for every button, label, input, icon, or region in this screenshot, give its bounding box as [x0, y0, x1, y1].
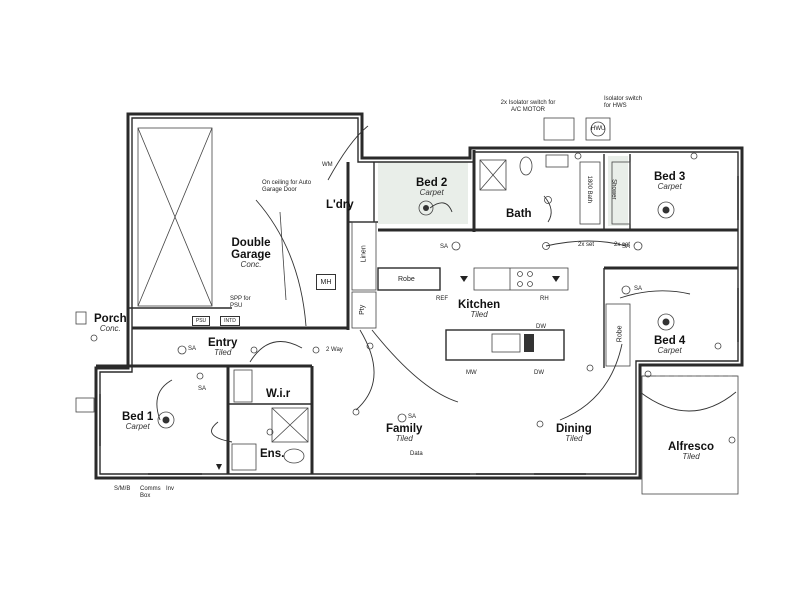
two-sets-a-note: 2x set	[578, 242, 595, 248]
alfresco-slab	[641, 375, 739, 495]
sa-family-note: SA	[408, 414, 417, 420]
shower-label: Shower	[610, 179, 617, 200]
two-way-note: 2 Way	[326, 347, 343, 353]
room-bed2: Bed 2 Carpet	[416, 177, 448, 198]
dishwasher-block	[524, 334, 534, 352]
windows	[95, 176, 743, 479]
electrical-wiring	[156, 125, 737, 443]
inv-note: Inv	[166, 486, 175, 492]
hws-isolator-note: Isolator switch for HWS	[604, 96, 643, 109]
robe-hall-label: Robe	[398, 276, 415, 283]
dw-note: DW	[536, 324, 546, 330]
room-entry: Entry Tiled	[208, 337, 238, 358]
spp-psu-note: SPP for PSU	[230, 296, 251, 309]
room-ens: Ens.	[260, 448, 285, 460]
sa-bed1-note: SA	[198, 386, 207, 392]
bed3-hatch	[608, 156, 628, 226]
meter-note: S/M/B	[114, 486, 131, 492]
pantry-label: Pty	[359, 304, 367, 315]
outer-wall-inner-line	[99, 117, 739, 475]
light-fixtures	[90, 152, 736, 444]
room-porch: Porch Conc.	[94, 313, 127, 334]
room-dining: Dining Tiled	[556, 423, 592, 444]
auto-door-note: On ceiling for Auto Garage Door	[262, 180, 312, 193]
ac-isolator-note: 2x Isolator switch for A/C MOTOR	[500, 100, 556, 113]
wm-note: WM	[322, 162, 333, 168]
bed2-hatch	[378, 162, 468, 224]
manhole-box: MH	[316, 274, 336, 290]
room-laundry: L'dry	[326, 199, 354, 211]
room-bed1: Bed 1 Carpet	[122, 411, 154, 432]
hwu-label: HWU	[591, 126, 606, 132]
linen-label: Linen	[360, 245, 368, 263]
mw-note: MW	[466, 370, 477, 376]
comms-note: Comms Box	[140, 486, 161, 499]
ref-note: REF	[436, 296, 448, 302]
sa-bed3-note: SA	[622, 244, 631, 250]
room-bed3: Bed 3 Carpet	[654, 171, 686, 192]
outer-wall	[94, 112, 744, 480]
psu-box: PSU	[192, 316, 210, 326]
sa-bed2-note: SA	[440, 244, 449, 250]
sa-bed4-note: SA	[634, 286, 643, 292]
room-alfresco: Alfresco Tiled	[668, 441, 715, 462]
intd-box: INTD	[220, 316, 240, 326]
data-note: Data	[410, 451, 423, 457]
room-bed4: Bed 4 Carpet	[654, 335, 686, 356]
robe-bed4-label: Robe	[616, 325, 624, 343]
garage-door-zone	[137, 127, 213, 307]
room-bath: Bath	[506, 208, 532, 220]
two-sets-b-note: 2x set	[614, 242, 631, 248]
bath-tub-label: 1800 Bath	[585, 175, 592, 203]
room-wir: W.i.r	[266, 388, 291, 400]
room-double-garage: Double Garage Conc.	[231, 237, 271, 270]
room-kitchen: Kitchen Tiled	[458, 299, 501, 320]
rh-note: RH	[540, 296, 549, 302]
dw-bench-note: DW	[534, 370, 544, 376]
room-family: Family Tiled	[386, 423, 423, 444]
sa-entry-note: SA	[188, 346, 197, 352]
